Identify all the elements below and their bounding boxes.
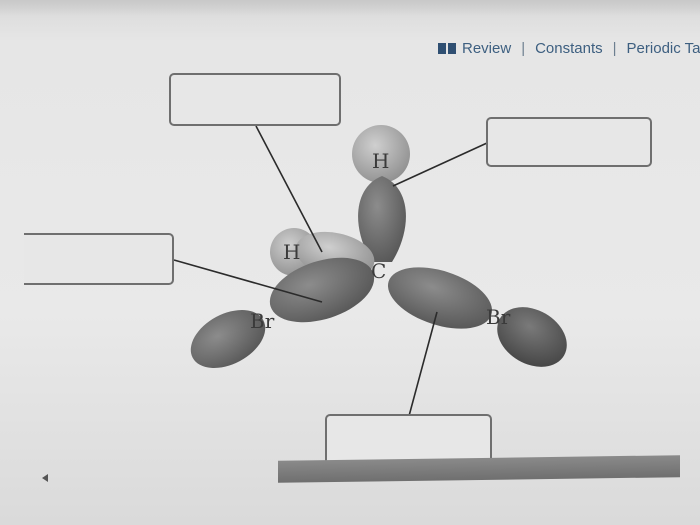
br-right-back-lobe (497, 307, 567, 367)
leader-line-top-right (392, 142, 488, 187)
c-br-right-lobe (387, 267, 493, 329)
screen-edge (0, 0, 700, 16)
leader-line-middle-left (173, 259, 323, 303)
resource-links: Review | Constants | Periodic Ta (438, 38, 700, 58)
br-left-back-lobe (190, 310, 266, 368)
atom-label-br-right: Br (486, 305, 511, 329)
c-h-top-lobe (358, 176, 406, 262)
periodic-table-link[interactable]: Periodic Ta (626, 39, 700, 57)
atom-label-h-left: H (283, 240, 300, 264)
constants-link[interactable]: Constants (535, 39, 603, 57)
leader-line-top-left (255, 125, 323, 253)
c-br-left-lobe (269, 257, 375, 323)
atom-label-carbon: C (371, 259, 386, 283)
scroll-left-arrow-icon[interactable] (42, 474, 48, 482)
label-box-top-left[interactable] (169, 73, 341, 126)
label-box-middle-left[interactable] (24, 233, 174, 285)
review-link[interactable]: Review (462, 39, 512, 57)
separator: | (521, 39, 526, 57)
separator: | (612, 39, 617, 57)
book-icon (438, 42, 456, 54)
leader-line-bottom (408, 311, 438, 417)
atom-label-br-left: Br (250, 309, 275, 333)
label-box-top-right[interactable] (486, 117, 652, 167)
h-top-sphere (352, 125, 410, 183)
atom-label-h-top: H (372, 149, 389, 173)
